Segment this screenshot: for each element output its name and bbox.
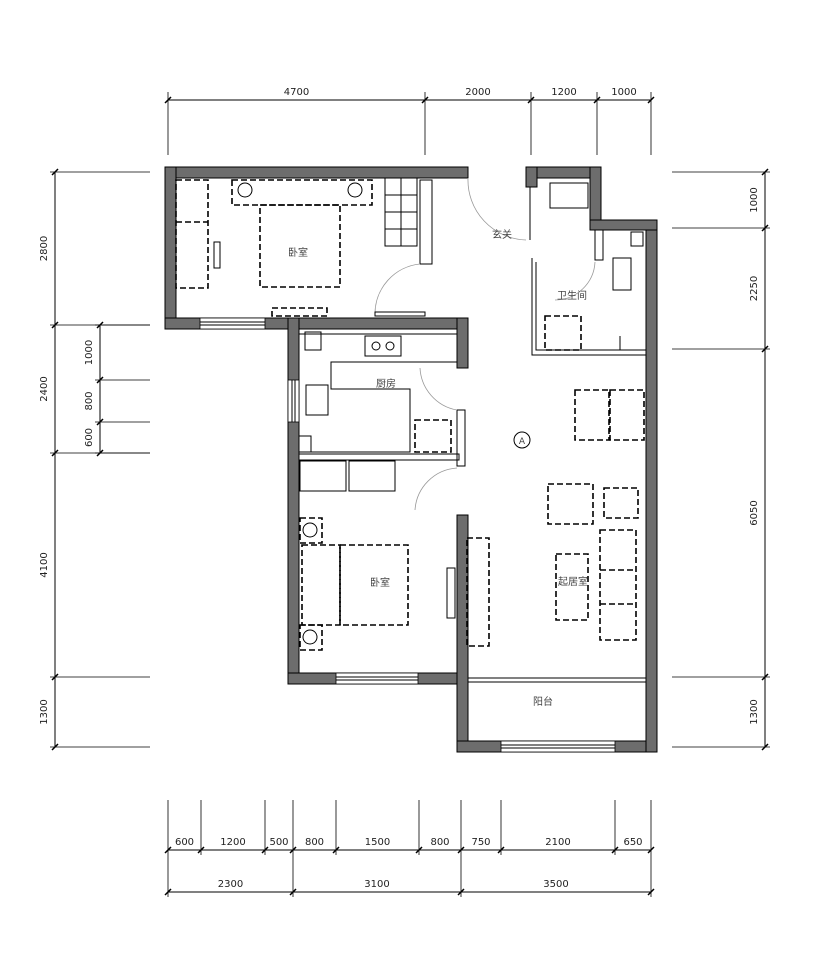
label-entrance: 玄关 [492, 228, 512, 241]
wall-top-left [164, 166, 469, 179]
dimension-tick [96, 321, 104, 329]
dimension-tick [51, 168, 59, 176]
dimension-label: 800 [305, 837, 324, 848]
furniture [175, 177, 645, 651]
dimension-tick [96, 376, 104, 384]
dimension-label: 4100 [39, 552, 50, 577]
section-marker-label: A [519, 437, 526, 447]
dimension-tick [96, 418, 104, 426]
dimension-tick [593, 96, 601, 104]
dimension-label: 600 [84, 428, 95, 447]
dimension-tick [497, 846, 505, 854]
dimension-label: 600 [175, 837, 194, 848]
dimension-label: 650 [623, 837, 642, 848]
dimension-tick [457, 888, 465, 896]
dimension-tick [164, 846, 172, 854]
section-marker [513, 431, 531, 449]
dimension-label: 1300 [39, 699, 50, 724]
label-balcony: 阳台 [533, 695, 553, 708]
label-bedroom-bottom: 卧室 [370, 576, 390, 589]
dimension-label: 6050 [749, 500, 760, 525]
dimension-tick [647, 96, 655, 104]
dimension-tick [51, 321, 59, 329]
dimension-label: 4700 [284, 87, 309, 98]
dimension-label: 3100 [364, 879, 389, 890]
wall-left-top [164, 166, 177, 330]
dimension-tick [527, 96, 535, 104]
dimension-tick [457, 846, 465, 854]
dimension-tick [332, 846, 340, 854]
dimension-tick [421, 96, 429, 104]
interior-partitions [298, 179, 646, 467]
dimension-label: 2250 [749, 276, 760, 301]
dimension-tick [761, 224, 769, 232]
dimension-label: 500 [269, 837, 288, 848]
dimension-tick [289, 888, 297, 896]
dimension-tick [197, 846, 205, 854]
dimension-label: 750 [471, 837, 490, 848]
dimension-tick [647, 888, 655, 896]
wall-entry-stub [525, 166, 538, 188]
dimension-tick [51, 449, 59, 457]
dimension-tick [96, 449, 104, 457]
dimension-tick [611, 846, 619, 854]
dimension-label: 1000 [84, 340, 95, 365]
dimension-tick [761, 345, 769, 353]
label-bathroom: 卫生间 [557, 289, 587, 302]
label-living-room: 起居室 [558, 575, 588, 588]
dimension-tick [761, 168, 769, 176]
dimension-label: 1300 [749, 699, 760, 724]
windows [199, 317, 646, 753]
dimension-tick [647, 846, 655, 854]
dimension-tick [415, 846, 423, 854]
dimension-tick [51, 743, 59, 751]
dimension-label: 1000 [749, 187, 760, 212]
label-kitchen: 厨房 [376, 377, 396, 390]
dimension-label: 1000 [611, 87, 636, 98]
dimension-tick [164, 96, 172, 104]
dimension-tick [164, 888, 172, 896]
wall-kitchen-right [456, 317, 469, 369]
dimension-label: 2800 [39, 236, 50, 261]
label-bedroom-top: 卧室 [288, 246, 308, 259]
dimension-tick [51, 673, 59, 681]
dimension-tick [289, 846, 297, 854]
dimension-label: 2000 [465, 87, 490, 98]
wall-bath-right-top [589, 219, 658, 231]
wall-right [645, 219, 658, 753]
dimension-tick [761, 673, 769, 681]
dimension-label: 1200 [220, 837, 245, 848]
dimension-label: 2100 [545, 837, 570, 848]
wall-left-bottom [287, 317, 300, 685]
dimension-label: 800 [430, 837, 449, 848]
dimension-label: 3500 [543, 879, 568, 890]
dimension-label: 1500 [365, 837, 390, 848]
dimension-label: 2300 [218, 879, 243, 890]
room-labels: 卧室 玄关 卫生间 厨房 卧室 起居室 阳台 A [288, 228, 588, 708]
dimension-label: 1200 [551, 87, 576, 98]
dimension-label: 2400 [39, 376, 50, 401]
dimension-lines: 4700 2000 1200 1000 600 1200 500 800 1500 800 750 2… [39, 87, 770, 897]
dimension-tick [761, 743, 769, 751]
dimension-label: 800 [84, 391, 95, 410]
dimension-tick [261, 846, 269, 854]
doors [374, 177, 596, 511]
